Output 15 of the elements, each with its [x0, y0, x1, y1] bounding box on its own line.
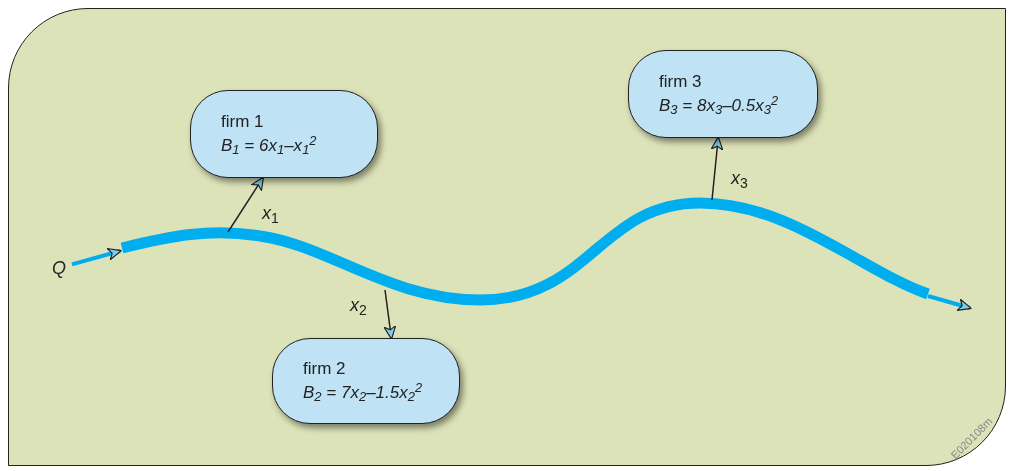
firm-box	[272, 338, 460, 424]
flow-symbol: Q	[46, 255, 72, 281]
firm-name: firm 2	[303, 358, 347, 380]
firm-box	[628, 50, 818, 138]
firm-name: firm 1	[221, 111, 265, 133]
firm-box	[190, 90, 378, 178]
flow-arrow	[927, 294, 972, 311]
flow-arrow	[71, 247, 122, 267]
flow-arrow	[710, 136, 724, 201]
flow-arrow	[383, 289, 397, 340]
edge-label: x$_{3}$	[731, 167, 748, 192]
firm-name: firm 3	[659, 71, 703, 93]
flow-arrow	[227, 176, 265, 233]
edge-label: x$_{1}$	[262, 202, 279, 227]
edge-label: x$_{2}$	[350, 294, 367, 319]
